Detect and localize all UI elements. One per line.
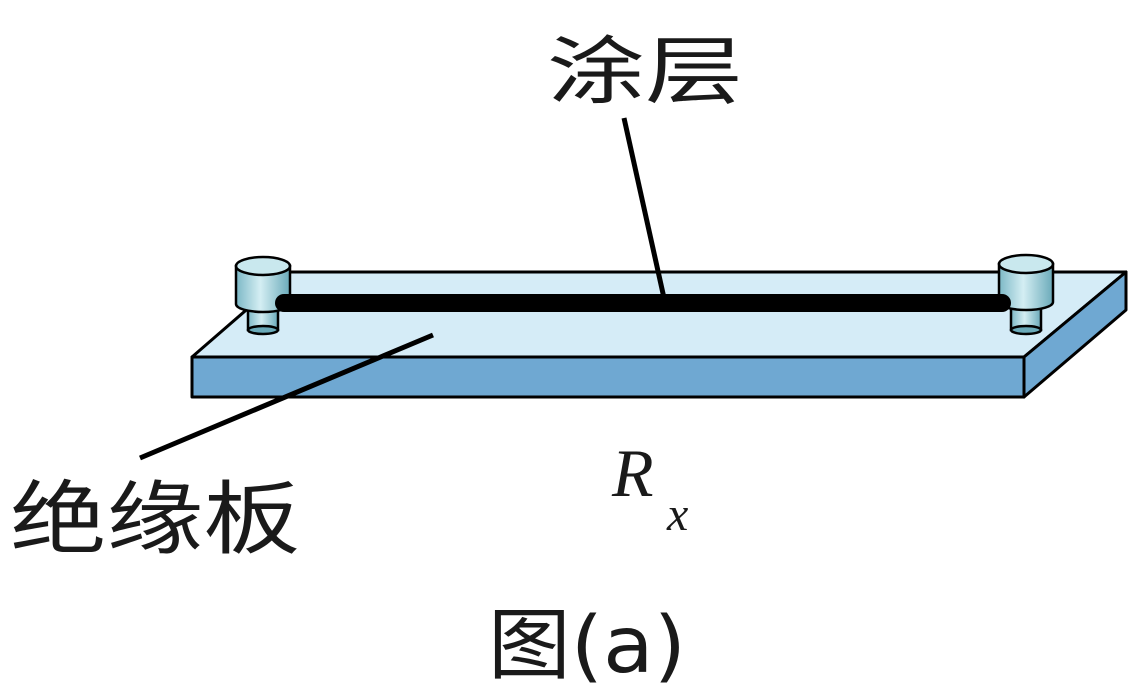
left-terminal-neck-base	[246, 324, 280, 336]
right-terminal	[997, 253, 1055, 336]
right-terminal-neck-base	[1009, 324, 1043, 336]
right-terminal-cap-top	[997, 253, 1055, 275]
board-side-face	[1022, 270, 1128, 399]
left-terminal-cap-top	[234, 255, 292, 277]
resistor-symbol-label: R	[611, 435, 654, 511]
board-label: 绝缘板	[10, 473, 300, 566]
resistor-symbol-main: R	[611, 435, 654, 511]
figure-caption: 图(a)	[488, 601, 686, 691]
board-front-face	[190, 355, 1026, 399]
coating-label: 涂层	[547, 29, 743, 115]
coating-leader-line	[621, 117, 667, 299]
resistor-symbol-subscript: x	[666, 488, 688, 541]
board-leader-line	[139, 332, 434, 461]
